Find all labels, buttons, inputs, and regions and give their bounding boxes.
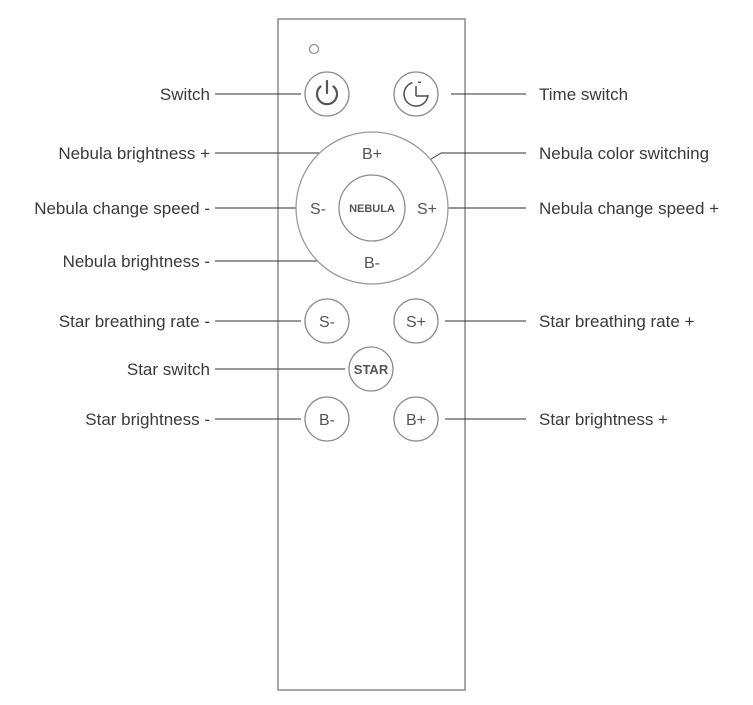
- timer-icon: [403, 81, 429, 107]
- star-s-minus-button[interactable]: S-: [304, 298, 350, 344]
- label-star-brightness-minus: Star brightness -: [85, 410, 210, 429]
- star-b-plus-label: B+: [406, 412, 426, 429]
- power-icon: [315, 79, 339, 106]
- remote-body: [277, 18, 466, 691]
- star-b-plus-button[interactable]: B+: [393, 396, 439, 442]
- label-time-switch: Time switch: [539, 85, 628, 104]
- label-nebula-brightness-minus: Nebula brightness -: [63, 252, 210, 271]
- star-b-minus-label: B-: [319, 412, 335, 429]
- star-s-plus-button[interactable]: S+: [393, 298, 439, 344]
- label-star-breathing-rate-minus: Star breathing rate -: [59, 312, 210, 331]
- label-star-brightness-plus: Star brightness +: [539, 410, 668, 429]
- power-button[interactable]: [304, 71, 350, 117]
- label-nebula-brightness-plus: Nebula brightness +: [58, 144, 210, 163]
- label-nebula-change-speed-minus: Nebula change speed -: [34, 199, 210, 218]
- time-switch-button[interactable]: [393, 71, 439, 117]
- indicator-led: [308, 43, 320, 55]
- nebula-b-plus-button[interactable]: B+: [362, 146, 382, 163]
- label-nebula-change-speed-plus: Nebula change speed +: [539, 199, 719, 218]
- star-s-plus-label: S+: [406, 314, 426, 331]
- label-switch: Switch: [160, 85, 210, 104]
- star-switch-button[interactable]: STAR: [348, 346, 394, 392]
- nebula-b-minus-button[interactable]: B-: [364, 255, 380, 272]
- nebula-s-plus-button[interactable]: S+: [417, 201, 437, 218]
- star-center-label: STAR: [354, 362, 389, 377]
- nebula-center-button[interactable]: NEBULA: [338, 174, 406, 242]
- label-star-switch: Star switch: [127, 360, 210, 379]
- nebula-center-label: NEBULA: [349, 203, 395, 215]
- star-b-minus-button[interactable]: B-: [304, 396, 350, 442]
- nebula-s-minus-button[interactable]: S-: [310, 201, 326, 218]
- label-nebula-color-switching: Nebula color switching: [539, 144, 709, 163]
- label-star-breathing-rate-plus: Star breathing rate +: [539, 312, 695, 331]
- star-s-minus-label: S-: [319, 314, 335, 331]
